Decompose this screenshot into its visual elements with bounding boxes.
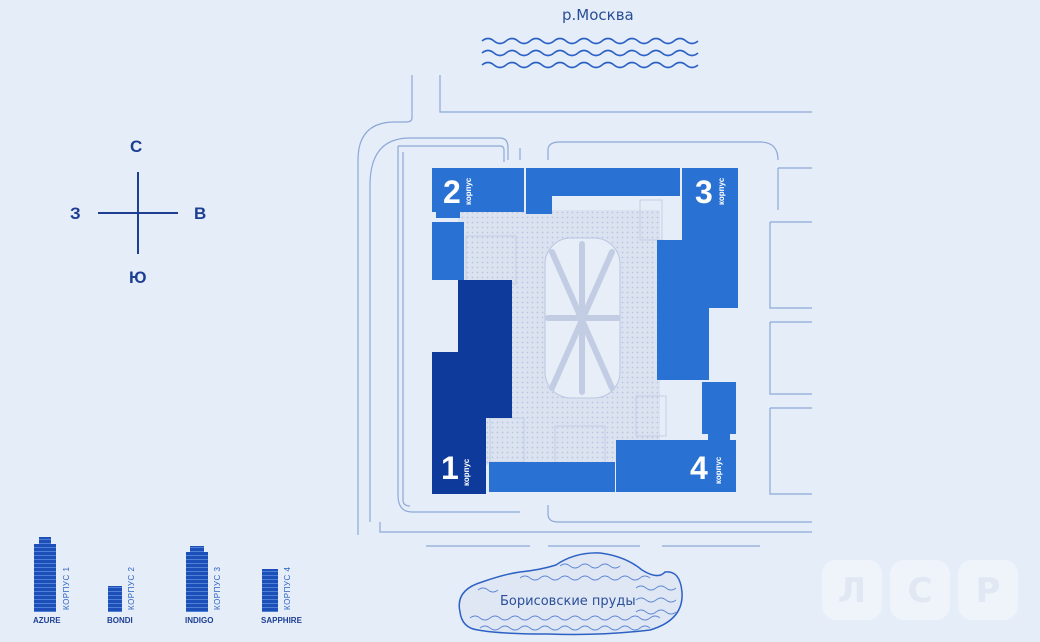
- pond-label: Борисовские пруды: [500, 594, 636, 609]
- logo-letter: С: [907, 571, 933, 611]
- compass-south: Ю: [129, 268, 147, 287]
- building-word: корпус: [714, 456, 723, 484]
- legend-name: BONDI: [107, 616, 133, 625]
- building-number: 3: [695, 174, 713, 210]
- compass-north: С: [130, 137, 143, 156]
- building-word: корпус: [464, 177, 473, 205]
- logo-letter: Р: [975, 571, 1001, 611]
- legend-korpus-label: КОРПУС 1: [62, 566, 71, 610]
- building-number: 2: [443, 174, 461, 210]
- compass-cross: [98, 172, 178, 254]
- building-word: корпус: [717, 177, 726, 205]
- building-4-blocks: [489, 382, 736, 492]
- compass-east: В: [194, 204, 207, 223]
- legend-korpus-label: КОРПУС 4: [283, 566, 292, 610]
- building-3-blocks: [526, 168, 738, 380]
- legend-korpus-label: КОРПУС 3: [213, 566, 222, 610]
- river-label: р.Москва: [562, 6, 634, 24]
- building-1-blocks: [432, 280, 512, 494]
- logo-tile: Л: [822, 560, 882, 620]
- pond: [458, 552, 683, 636]
- building-number: 1: [441, 450, 459, 486]
- courtyard-paths: [545, 241, 621, 395]
- legend-name: SAPPHIRE: [261, 616, 302, 625]
- pond-waves: [469, 563, 677, 631]
- logo-tile: С: [890, 560, 950, 620]
- building-2-blocks: [432, 168, 524, 280]
- legend-korpus-label: КОРПУС 2: [127, 566, 136, 610]
- legend-bars: [34, 537, 278, 612]
- street-outlines: [357, 75, 812, 547]
- logo-tile: Р: [958, 560, 1018, 620]
- building-word: корпус: [462, 458, 471, 486]
- legend-name: INDIGO: [185, 616, 214, 625]
- compass-west: З: [70, 204, 81, 223]
- building-number: 4: [690, 450, 708, 486]
- river-waves: [481, 37, 699, 69]
- legend-name: AZURE: [33, 616, 61, 625]
- logo-letter: Л: [837, 571, 867, 611]
